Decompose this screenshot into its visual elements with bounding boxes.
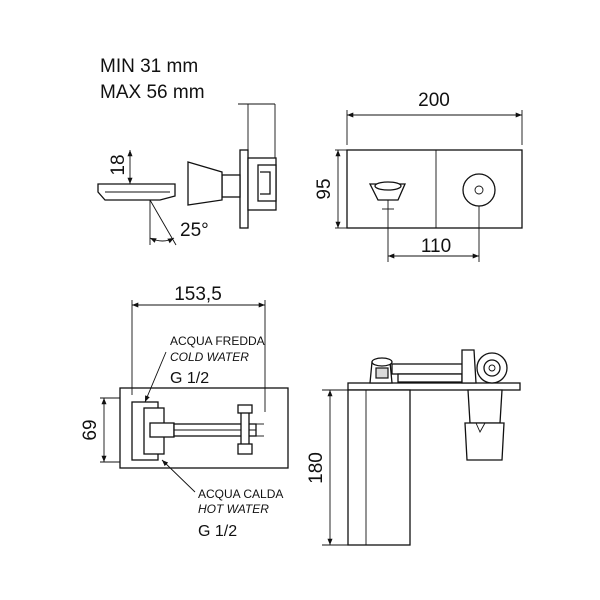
front-view: 200 95 110 (314, 90, 523, 262)
cold-thread: G 1/2 (170, 370, 209, 387)
angle-label: 25° (180, 220, 209, 241)
center-spacing-label: 110 (421, 236, 451, 257)
side-view: 25° 18 (97, 103, 277, 246)
hot-water-it: ACQUA CALDA (198, 487, 283, 501)
min-wall-label: MIN 31 mm (100, 56, 198, 77)
cold-water-en: COLD WATER (170, 350, 249, 364)
cold-water-it: ACQUA FREDDA (170, 334, 265, 348)
hot-thread: G 1/2 (198, 523, 237, 540)
width-label: 200 (418, 90, 450, 111)
depth-label: 153,5 (174, 284, 222, 305)
hot-water-en: HOT WATER (198, 502, 269, 516)
max-wall-label: MAX 56 mm (100, 82, 205, 103)
body-view: 180 (306, 349, 521, 546)
plan-view: 153,5 ACQUA FREDDA COLD WATER G 1/2 69 A… (80, 284, 289, 540)
spout-height-label: 18 (108, 154, 129, 175)
plate-height-label: 95 (314, 178, 335, 199)
body-height-label: 180 (306, 452, 327, 484)
plan-height-label: 69 (80, 419, 101, 440)
